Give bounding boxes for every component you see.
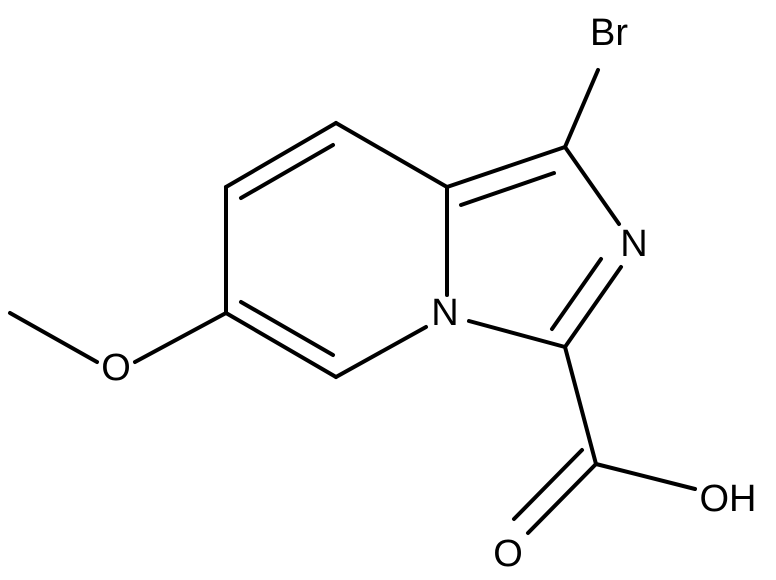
atom-label-br: Br: [590, 12, 628, 54]
bond-c1-br: [563, 68, 600, 149]
bond-c8-c8a: [334, 121, 449, 189]
atom-label-n-ring: N: [620, 223, 647, 265]
bonds: [8, 68, 697, 535]
atom-label-o-carbonyl: O: [493, 533, 523, 575]
bond-c1-n2: [563, 145, 621, 226]
bond-o-ch3: [8, 311, 99, 364]
atom-label-o-methoxy: O: [101, 347, 131, 389]
bond-n2-c3-inner: [550, 257, 603, 331]
bond-c7-c8: [224, 121, 338, 189]
bond-c8a-c1: [445, 145, 567, 189]
bond-c5-c6: [224, 311, 338, 379]
bond-ccooh-o-b: [512, 448, 584, 521]
bond-c3-ccooh: [563, 345, 598, 466]
bond-c6-o: [133, 311, 228, 364]
bond-c5-c6-inner: [239, 300, 335, 357]
bond-n2-c3: [563, 265, 623, 349]
bond-c7-c8-inner: [239, 143, 335, 200]
bond-c8a-c1-inner: [459, 171, 556, 207]
bond-c5-n4: [334, 325, 428, 379]
bond-c3-n4: [467, 319, 567, 349]
bond-ccooh-o-a: [526, 462, 598, 535]
atom-label-n-bridge: N: [431, 292, 458, 334]
atom-labels: Br N N O OH O: [101, 12, 756, 575]
atom-label-oh: OH: [700, 478, 757, 520]
bond-ccooh-oh: [594, 462, 697, 491]
